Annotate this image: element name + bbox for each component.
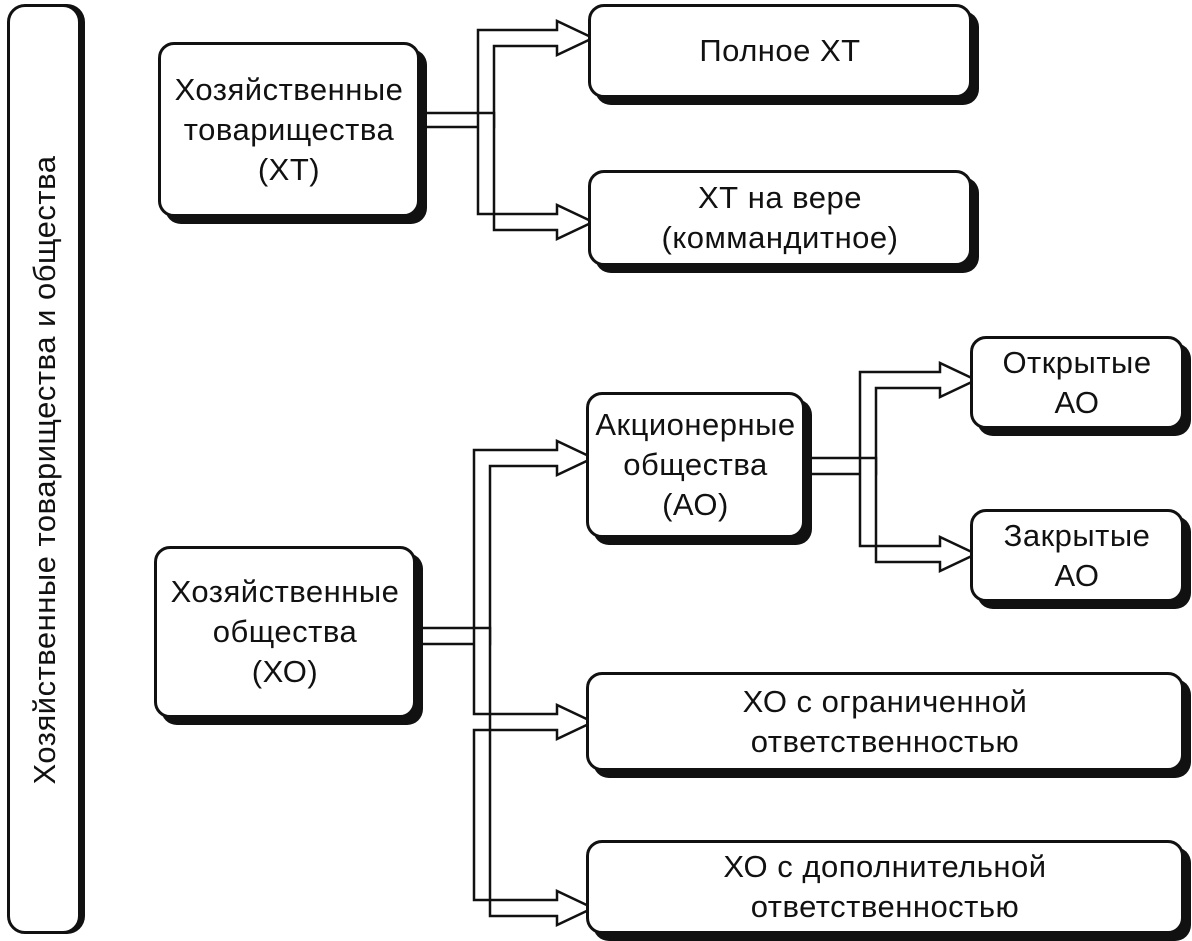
connector-xo-to-ao xyxy=(414,439,596,646)
node-xo-additional: ХО с дополнительной ответственностью xyxy=(586,840,1184,934)
node-ao-open-line-2: АО xyxy=(1054,384,1100,420)
node-xo-limited-line-2: ответственностью xyxy=(750,723,1020,759)
node-xt: Хозяйственные товарищества (ХТ) xyxy=(158,42,420,217)
node-xt-line-2: товарищества xyxy=(183,111,395,147)
node-ao-closed: Закрытые АО xyxy=(970,509,1184,602)
connector-ao-to-open xyxy=(803,361,979,476)
node-xo-additional-line-1: ХО с дополнительной xyxy=(723,849,1047,884)
node-xo-additional-line-2: ответственностью xyxy=(750,889,1020,924)
node-xt-faith-line-1: ХТ на вере xyxy=(697,180,863,215)
node-xo-line-1: Хозяйственные xyxy=(170,574,400,609)
node-ao-closed-line-2: АО xyxy=(1054,557,1100,593)
connector-xo-to-limited xyxy=(472,626,596,741)
node-xo-limited: ХО с ограниченной ответственностью xyxy=(586,672,1184,771)
node-ao-line-1: Акционерные xyxy=(595,407,796,442)
node-xt-line-3: (ХТ) xyxy=(257,151,321,187)
node-xt-faith: ХТ на вере (коммандитное) xyxy=(588,170,972,266)
connector-xo-to-additional xyxy=(472,728,596,927)
node-ao-closed-line-1: Закрытые xyxy=(1003,517,1151,553)
node-ao-line-2: общества xyxy=(623,447,768,482)
node-ao-line-3: (АО) xyxy=(662,487,729,522)
node-ao-open: Открытые АО xyxy=(970,336,1184,429)
node-xo-limited-line-1: ХО с ограниченной xyxy=(742,683,1028,719)
node-xo-line-3: (ХО) xyxy=(251,654,319,689)
sidebar-frame xyxy=(7,4,81,934)
node-xo-line-2: общества xyxy=(212,614,358,649)
node-xt-full: Полное ХТ xyxy=(588,4,972,98)
node-xo: Хозяйственные общества (ХО) xyxy=(154,546,416,718)
node-xt-line-1: Хозяйственные xyxy=(174,71,404,107)
connector-xt-to-xt-full xyxy=(418,19,596,129)
connector-xt-to-xt-faith xyxy=(476,111,596,241)
connector-ao-to-closed xyxy=(858,456,979,573)
node-xt-full-line-1: Полное ХТ xyxy=(699,33,861,68)
node-ao-open-line-1: Открытые xyxy=(1002,344,1152,380)
node-xt-faith-line-2: (коммандитное) xyxy=(661,220,899,255)
node-ao: Акционерные общества (АО) xyxy=(586,392,805,538)
